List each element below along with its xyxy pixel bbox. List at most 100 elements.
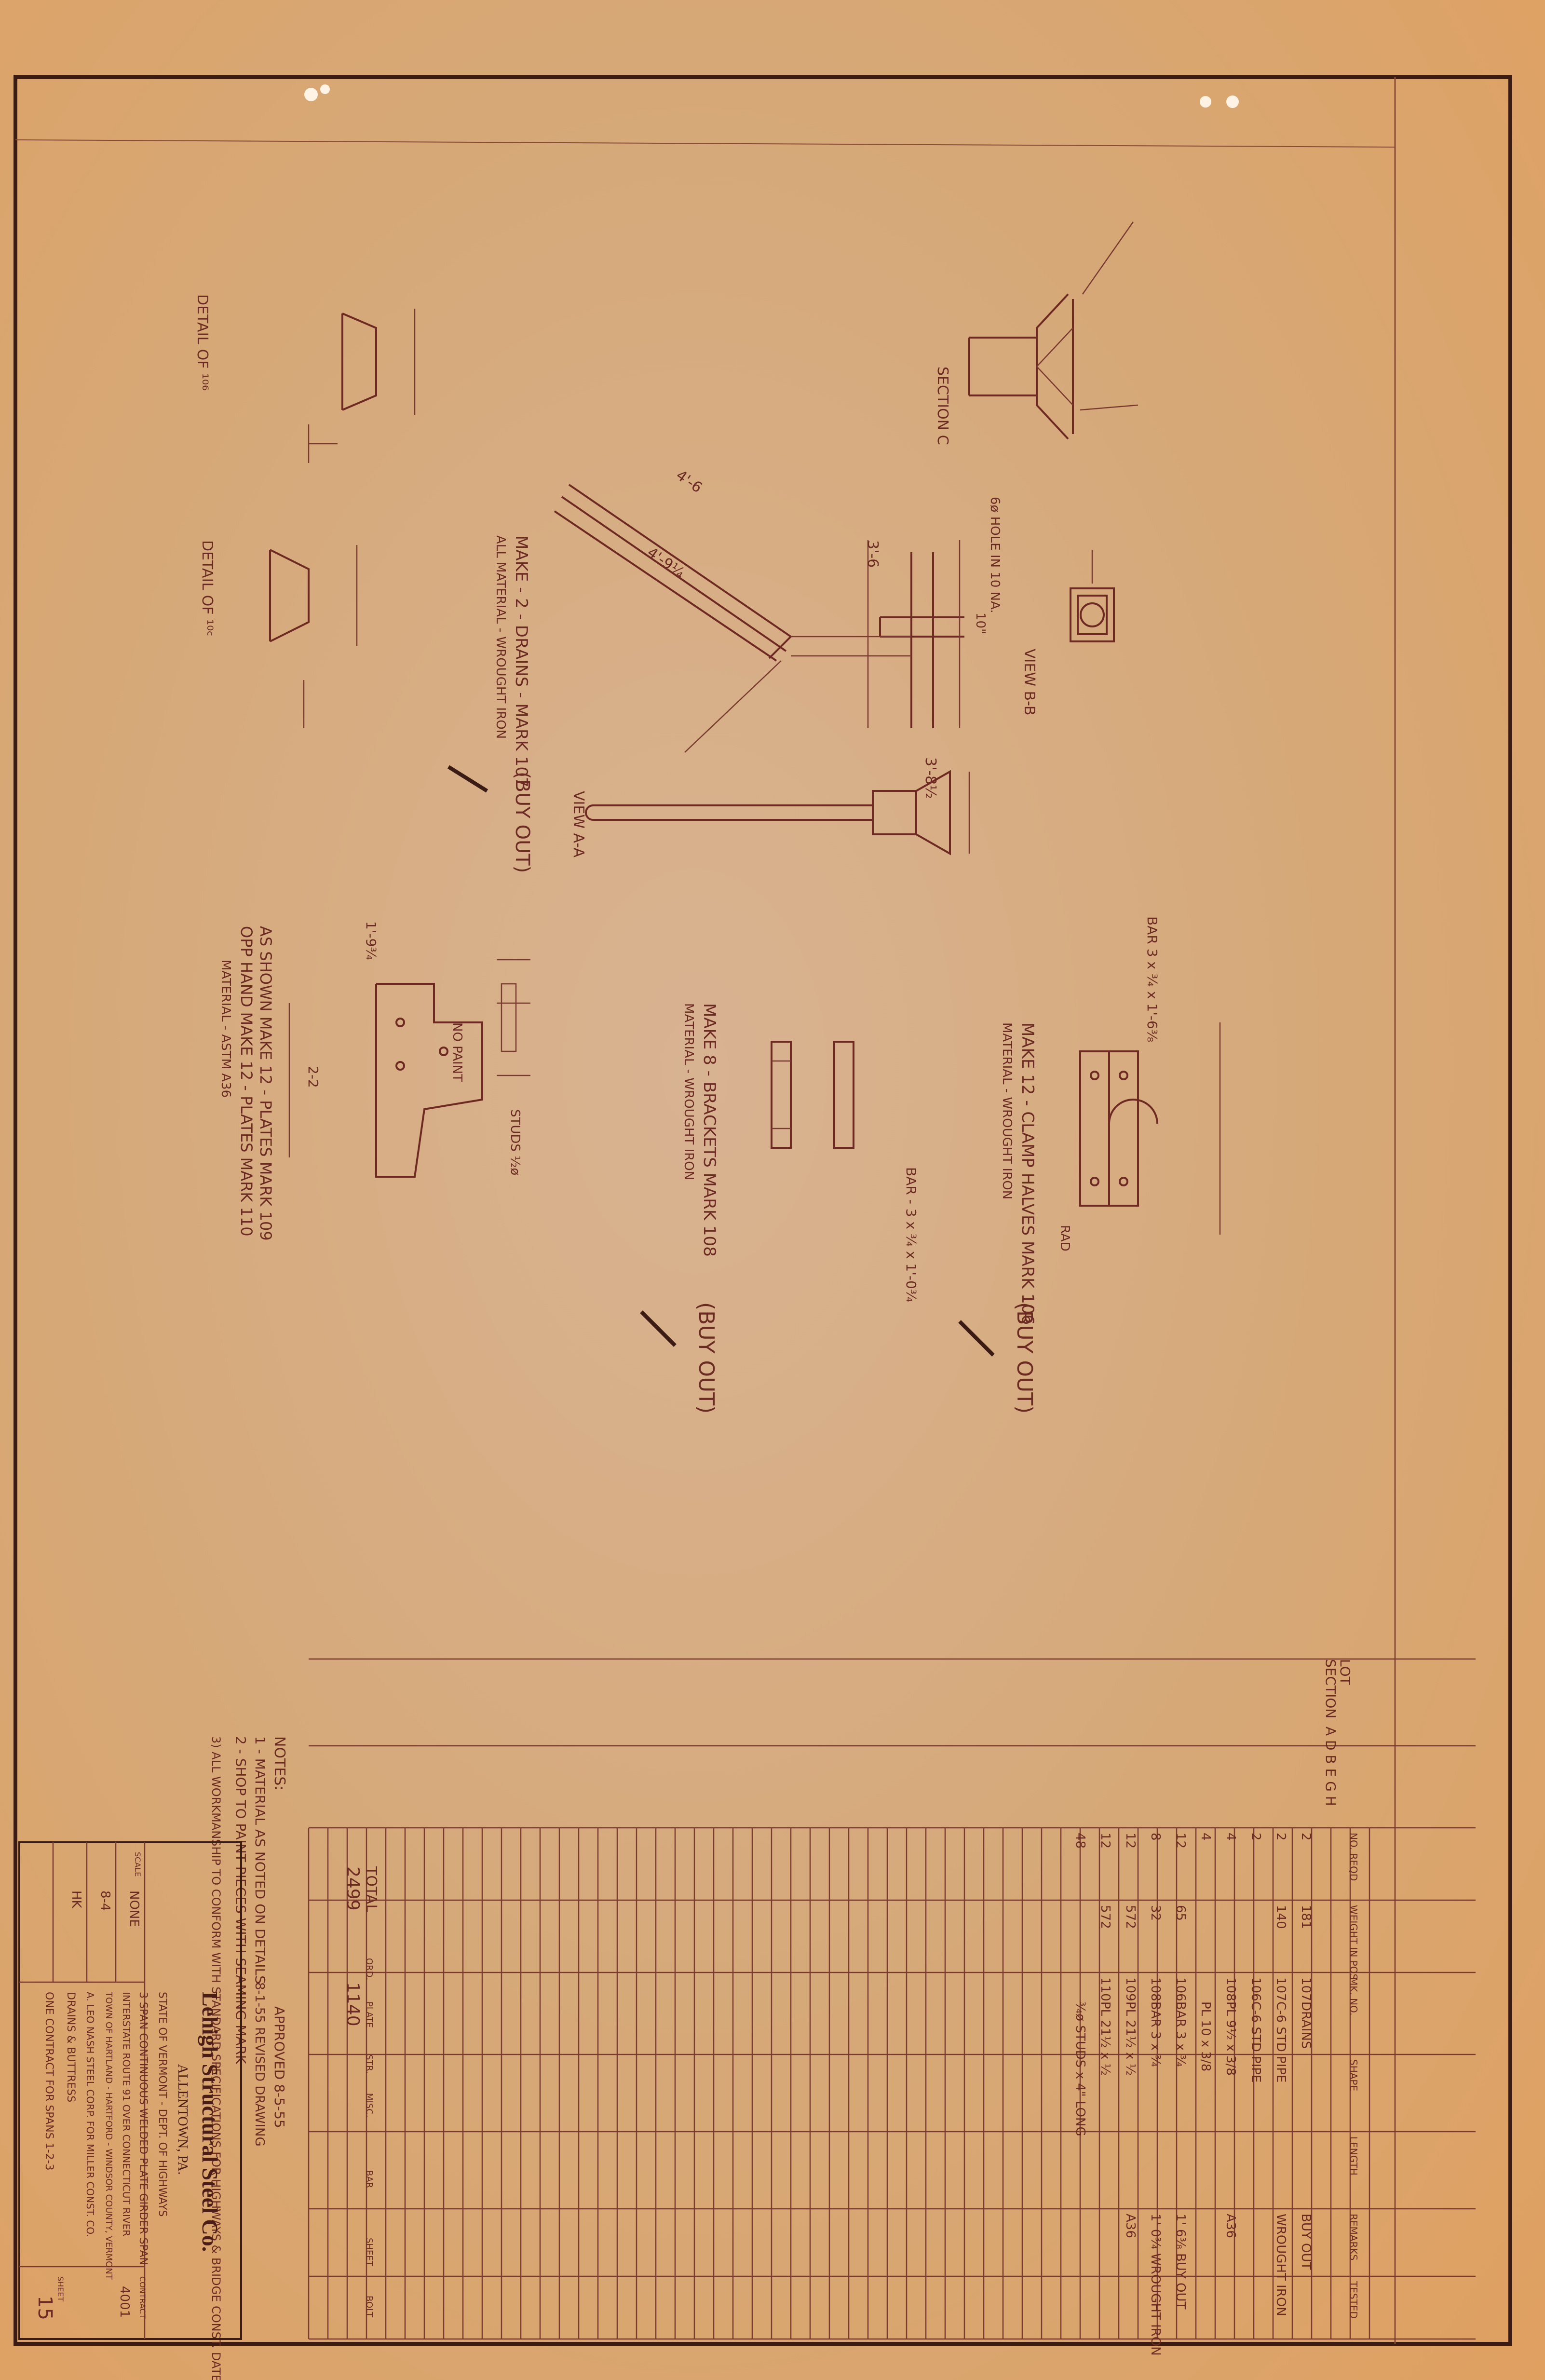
company-name: Lehigh Structural Steel Co. bbox=[198, 1992, 222, 2252]
row-mark: 110 bbox=[1098, 1977, 1112, 2001]
company-city: ALLENTOWN, PA. bbox=[175, 2064, 190, 2175]
client-line-2: 3 SPAN CONTINUOUS WELDED PLATE GIRDER SP… bbox=[137, 1992, 149, 2265]
plates-no-paint: NO PAINT bbox=[450, 1022, 464, 1082]
table-header: WEIGHT IN POS bbox=[1348, 1905, 1359, 1980]
view-bb-label: VIEW B-B bbox=[1021, 649, 1038, 715]
approved-note: APPROVED 8-5-55 bbox=[271, 2006, 287, 2128]
summary-header: BAR bbox=[364, 2170, 374, 2188]
table-header: TESTED bbox=[1348, 2281, 1359, 2319]
binding-hole bbox=[320, 84, 330, 94]
row-shape: PL 9½ x 3/8 bbox=[1223, 2001, 1238, 2076]
inner-border-line bbox=[15, 139, 1396, 148]
outer-border bbox=[14, 75, 1512, 2346]
plates-line2: OPP HAND MAKE 12 - PLATES MARK 110 bbox=[237, 926, 256, 1237]
contract-value: 4001 bbox=[117, 2286, 132, 2318]
total-label: TOTAL bbox=[363, 1866, 379, 1912]
plates-material: MATERIAL - ASTM A36 bbox=[218, 960, 233, 1098]
section-c-drawing bbox=[968, 221, 1138, 440]
row-shape: BAR 3 x ¾ bbox=[1148, 2001, 1163, 2067]
section-c-label: SECTION C bbox=[934, 367, 951, 445]
note-1: 1 - MATERIAL AS NOTED ON DETAILS bbox=[252, 1736, 268, 1984]
plate-dim-2: 2-2 bbox=[305, 1066, 321, 1088]
row-weight: 32 bbox=[1148, 1905, 1163, 1921]
row-mark: 106 bbox=[1248, 1977, 1263, 2001]
detail-nb-label: DETAIL OF ¹⁰⁶ bbox=[194, 294, 211, 391]
clamp-bar: BAR 3 x ¾ x 1'-6⅜ bbox=[1144, 916, 1160, 1042]
row-shape: PL 10 x 3/8 bbox=[1198, 2001, 1213, 2071]
row-qty: 8 bbox=[1148, 1833, 1163, 1841]
arrow-icon bbox=[447, 765, 488, 793]
row-weight: 140 bbox=[1274, 1905, 1288, 1929]
row-remarks: A36 bbox=[1123, 2214, 1138, 2238]
brackets-material: MATERIAL - WROUGHT IRON bbox=[681, 1003, 696, 1180]
dim-3: 4'-6 bbox=[673, 467, 705, 497]
row-remarks: WROUGHT IRON bbox=[1274, 2214, 1288, 2316]
section-header: SECTION bbox=[1323, 1659, 1339, 1718]
row-weight: 181 bbox=[1299, 1905, 1313, 1929]
summary-header: BOLT bbox=[364, 2296, 374, 2318]
row-shape: ¾ø STUDS x 4" LONG bbox=[1073, 2001, 1087, 2136]
plates-line1: AS SHOWN MAKE 12 - PLATES MARK 109 bbox=[257, 926, 275, 1241]
sheet-label: SHEET bbox=[56, 2276, 65, 2301]
table-header: NO. REQD bbox=[1348, 1833, 1359, 1881]
summary-header: ORD. bbox=[364, 1958, 374, 1980]
row-remarks: 1' 6⅜ BUY OUT bbox=[1173, 2214, 1188, 2309]
row-shape: C-6 STD PIPE bbox=[1274, 2001, 1288, 2082]
row-qty: 2 bbox=[1248, 1833, 1263, 1841]
row-mark: 108 bbox=[1148, 1977, 1163, 2001]
row-qty: 2 bbox=[1274, 1833, 1288, 1841]
row-weight: 65 bbox=[1173, 1905, 1188, 1921]
row-mark: 107 bbox=[1299, 1977, 1313, 2001]
total-value: 2499 bbox=[343, 1866, 363, 1911]
binding-hole bbox=[1226, 95, 1239, 108]
arrow-icon bbox=[640, 1310, 677, 1347]
contract-label: CONTRACT bbox=[138, 2276, 147, 2319]
binding-hole bbox=[1200, 96, 1211, 108]
detail-nc-label: DETAIL OF ¹⁰ᶜ bbox=[199, 540, 216, 636]
plate-dim-1: 1'-9¾ bbox=[363, 921, 379, 960]
row-qty: 12 bbox=[1123, 1833, 1138, 1849]
binding-hole bbox=[304, 88, 318, 101]
row-remarks: BUY OUT bbox=[1299, 2214, 1313, 2270]
row-shape: C-6 STD PIPE bbox=[1248, 2001, 1263, 2082]
clamp-make: MAKE 12 - CLAMP HALVES MARK 106 bbox=[1018, 1022, 1037, 1325]
row-qty: 12 bbox=[1173, 1833, 1188, 1849]
client-line-1: STATE OF VERMONT - DEPT. OF HIGHWAYS bbox=[156, 1992, 168, 2217]
client-line-4: TOWN OF HARTLAND - HARTFORD - WINDSOR CO… bbox=[104, 1991, 114, 2280]
row-mark: 107 bbox=[1274, 1977, 1288, 2001]
clamp-buy-out: (BUY OUT) bbox=[1012, 1302, 1037, 1414]
drawn-by-value: HK bbox=[69, 1890, 83, 1909]
summary-header: STR. bbox=[364, 2054, 374, 2074]
row-shape: BAR 3 x ¾ bbox=[1173, 2001, 1188, 2067]
date-value: 8-4 bbox=[98, 1890, 112, 1911]
contractor-line: A. LEO NASH STEEL CORP. FOR MILLER CONST… bbox=[84, 1992, 96, 2237]
view-aa-label: VIEW A-A bbox=[570, 791, 587, 858]
hole-note: 6ø HOLE IN 10 NA. bbox=[988, 497, 1002, 613]
clamp-material: MATERIAL - WROUGHT IRON bbox=[1000, 1022, 1014, 1199]
detail-nc-drawing bbox=[269, 545, 358, 728]
dim-5: 10" bbox=[973, 612, 988, 634]
scale-value: NONE bbox=[127, 1890, 141, 1927]
row-qty: 4 bbox=[1198, 1833, 1213, 1841]
notes-title: NOTES: bbox=[271, 1736, 288, 1791]
clamp-drawing bbox=[1079, 1022, 1221, 1235]
view-bb-drawing bbox=[1070, 550, 1115, 642]
row-weight: 572 bbox=[1123, 1905, 1138, 1929]
brackets-buy-out: (BUY OUT) bbox=[694, 1302, 718, 1414]
plate-total: 1140 bbox=[343, 1982, 363, 2026]
brackets-bar: BAR - 3 x ¾ x 1'-0¾ bbox=[903, 1167, 919, 1302]
row-qty: 48 bbox=[1073, 1833, 1087, 1849]
row-weight: 572 bbox=[1098, 1905, 1112, 1929]
table-header: REMARKS bbox=[1348, 2214, 1359, 2260]
arrow-icon bbox=[958, 1320, 995, 1357]
row-remarks: A36 bbox=[1223, 2214, 1238, 2238]
row-qty: 2 bbox=[1299, 1833, 1313, 1841]
row-remarks: 1' 0¾ WROUGHT IRON bbox=[1148, 2214, 1163, 2356]
row-qty: 12 bbox=[1098, 1833, 1112, 1849]
view-aa-drawing bbox=[585, 770, 970, 856]
note-3: 3) ALL WORKMANSHIP TO CONFORM WITH STAND… bbox=[209, 1736, 223, 2380]
clamp-rad: RAD bbox=[1057, 1225, 1072, 1251]
row-shape: DRAINS bbox=[1299, 2001, 1313, 2049]
drains-make-note: MAKE - 2 - DRAINS - MARK 107 bbox=[512, 535, 531, 788]
